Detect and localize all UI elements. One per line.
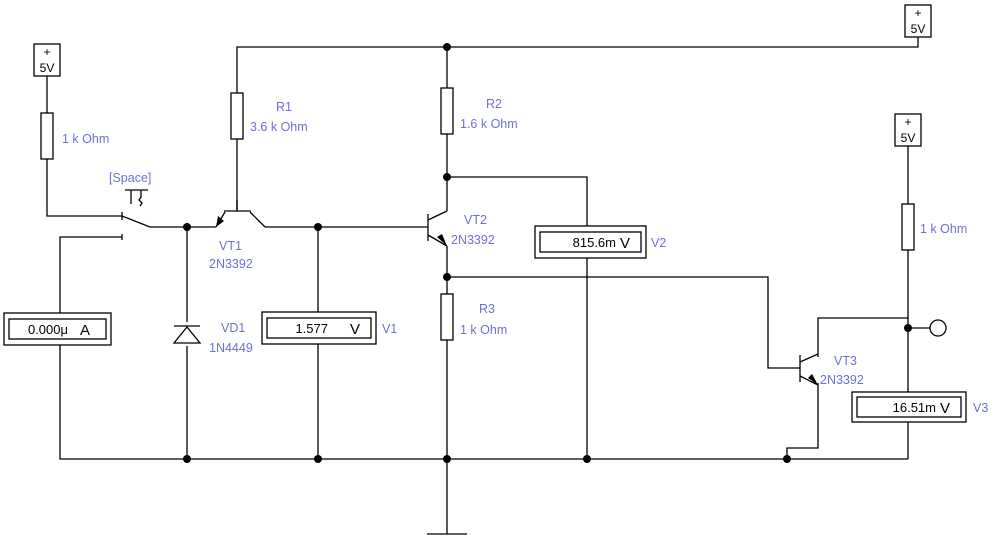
source-label: 5V bbox=[901, 131, 916, 145]
resistor-r3: R3 1 k Ohm bbox=[440, 293, 507, 341]
transistor-model: 2N3392 bbox=[820, 373, 864, 387]
junction-dots bbox=[183, 43, 912, 463]
junction-dot bbox=[443, 273, 451, 281]
voltmeter-ref: V2 bbox=[651, 236, 666, 250]
voltmeter-ref: V1 bbox=[382, 322, 397, 336]
ammeter-value: 0.000μ bbox=[28, 322, 68, 337]
space-switch[interactable]: [Space] bbox=[109, 171, 151, 240]
resistor-ref: R3 bbox=[479, 302, 495, 316]
junction-dot bbox=[783, 455, 791, 463]
junction-dot bbox=[443, 173, 451, 181]
voltmeter-value: 815.6m bbox=[573, 235, 616, 250]
resistor-r2: R2 1.6 k Ohm bbox=[440, 87, 518, 135]
transistor-ref: VT3 bbox=[834, 354, 857, 368]
switch-key-label: [Space] bbox=[109, 171, 151, 185]
junction-dot bbox=[443, 455, 451, 463]
transistor-vt3: VT3 2N3392 bbox=[799, 353, 864, 387]
voltmeter-value: 1.577 bbox=[295, 321, 328, 336]
junction-dot bbox=[583, 455, 591, 463]
source-5v-left: + 5V bbox=[33, 43, 61, 77]
voltmeter-v2: 815.6m V V2 bbox=[534, 225, 666, 259]
source-5v-right: + 5V bbox=[894, 113, 922, 147]
resistor-value: 3.6 k Ohm bbox=[250, 120, 308, 134]
source-5v-top-right: + 5V bbox=[904, 4, 932, 38]
resistor-r1: R1 3.6 k Ohm bbox=[230, 92, 308, 140]
junction-dot bbox=[314, 223, 322, 231]
resistor-value: 1.6 k Ohm bbox=[460, 117, 518, 131]
svg-text:+: + bbox=[43, 45, 50, 59]
resistor-value: 1 k Ohm bbox=[460, 323, 507, 337]
diode-ref: VD1 bbox=[221, 321, 245, 335]
ammeter-unit: A bbox=[80, 322, 90, 339]
junction-dot bbox=[183, 455, 191, 463]
voltmeter-unit: V bbox=[350, 321, 360, 338]
voltmeter-ref: V3 bbox=[973, 401, 988, 415]
voltmeter-v1: 1.577 V V1 bbox=[261, 311, 397, 345]
junction-dot bbox=[904, 324, 912, 332]
diode-model: 1N4449 bbox=[209, 341, 253, 355]
resistor-ref: R2 bbox=[486, 97, 502, 111]
voltmeter-unit: V bbox=[620, 235, 630, 252]
diode-vd1: VD1 1N4449 bbox=[172, 321, 253, 355]
transistor-vt2: VT2 2N3392 bbox=[427, 210, 495, 247]
junction-dot bbox=[183, 223, 191, 231]
voltmeter-unit: V bbox=[940, 400, 950, 417]
transistor-ref: VT1 bbox=[219, 239, 242, 253]
svg-text:+: + bbox=[904, 115, 911, 129]
source-label: 5V bbox=[911, 22, 926, 36]
resistor-value: 1 k Ohm bbox=[920, 222, 967, 236]
output-terminal[interactable] bbox=[929, 319, 947, 337]
voltmeter-value: 16.51m bbox=[893, 400, 936, 415]
voltmeter-v3: 16.51m V V3 bbox=[851, 391, 988, 423]
resistor-value: 1 k Ohm bbox=[62, 132, 109, 146]
source-label: 5V bbox=[40, 61, 55, 75]
resistor-output: 1 k Ohm bbox=[901, 203, 967, 251]
transistor-model: 2N3392 bbox=[451, 233, 495, 247]
transistor-vt1: VT1 2N3392 bbox=[209, 200, 266, 271]
transistor-model: 2N3392 bbox=[209, 257, 253, 271]
ammeter: 0.000μ A bbox=[3, 312, 112, 346]
junction-dot bbox=[443, 43, 451, 51]
svg-text:+: + bbox=[914, 6, 921, 20]
junction-dot bbox=[314, 455, 322, 463]
transistor-ref: VT2 bbox=[464, 213, 487, 227]
resistor-input: 1 k Ohm bbox=[40, 112, 109, 160]
resistor-ref: R1 bbox=[276, 100, 292, 114]
wires bbox=[46, 37, 930, 534]
